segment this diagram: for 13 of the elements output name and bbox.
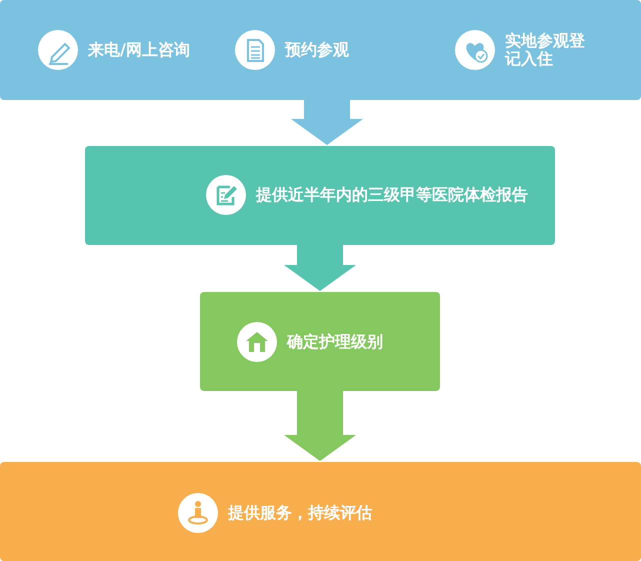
step-label: 实地参观登记入住	[505, 32, 585, 68]
step-box	[85, 146, 555, 245]
step-box	[0, 462, 641, 561]
step-box	[0, 0, 641, 100]
step-box	[200, 292, 440, 391]
down-arrow	[284, 245, 356, 291]
step-label: 提供服务，持续评估	[228, 504, 372, 522]
down-arrow	[284, 391, 356, 461]
step-label: 提供近半年内的三级甲等医院体检报告	[256, 186, 528, 204]
step-label: 预约参观	[285, 41, 349, 59]
down-arrow	[291, 100, 363, 145]
step-label: 确定护理级别	[287, 333, 383, 351]
step-label: 来电/网上咨询	[88, 41, 190, 59]
